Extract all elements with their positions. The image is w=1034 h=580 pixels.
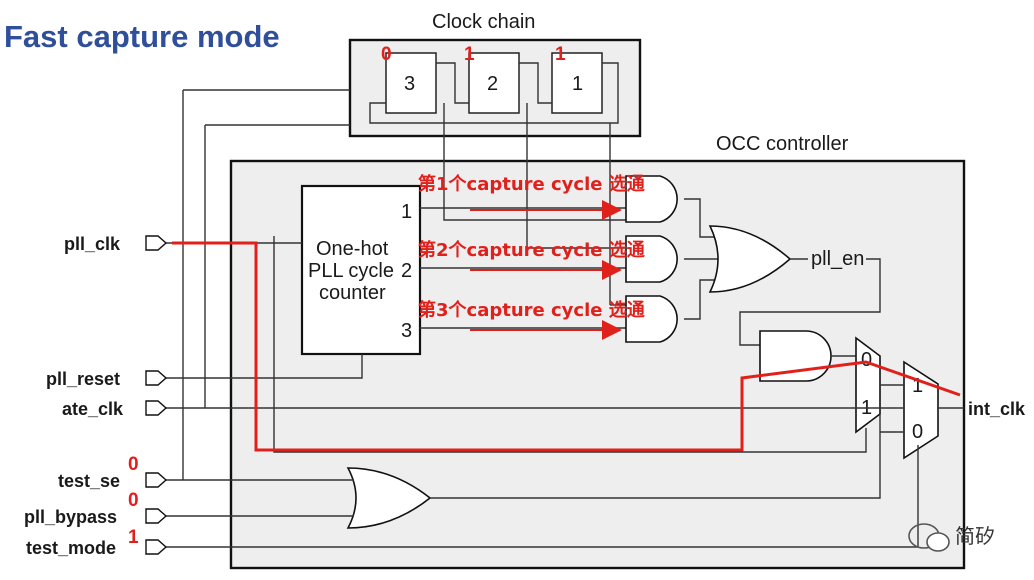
svg-text:pll_clk: pll_clk <box>64 234 121 254</box>
annotation-capture-cycle-2: 第2个capture cycle 选通 <box>418 239 645 261</box>
counter-output-3: 3 <box>401 320 412 342</box>
counter-output-wires <box>420 207 626 329</box>
and-gate-1 <box>625 175 678 223</box>
clock-chain-label: Clock chain <box>432 11 535 33</box>
test-se-value: 0 <box>128 454 139 475</box>
svg-text:1: 1 <box>572 73 583 95</box>
pin-pll-clk: pll_clk <box>64 234 168 254</box>
or-gate-pll-en <box>708 225 792 293</box>
clock-chain-flop-3: 3 <box>385 52 437 114</box>
flop-2-value: 1 <box>464 44 475 65</box>
svg-text:3: 3 <box>404 73 415 95</box>
clock-chain-flop-2: 2 <box>468 52 520 114</box>
pin-ate-clk: ate_clk <box>62 399 168 419</box>
or-gate-bypass <box>346 467 432 529</box>
pin-test-se: test_se <box>58 471 168 491</box>
pin-wires <box>166 242 918 548</box>
clock-chain-wires <box>182 62 619 480</box>
and-to-or-wires <box>684 198 722 320</box>
test-mode-value: 1 <box>128 527 139 548</box>
annotation-capture-cycle-1: 第1个capture cycle 选通 <box>418 173 645 195</box>
pll-bypass-value: 0 <box>128 490 139 511</box>
svg-text:ate_clk: ate_clk <box>62 399 124 419</box>
mux-2-input-0: 0 <box>912 421 923 443</box>
svg-text:pll_bypass: pll_bypass <box>24 507 117 527</box>
mux-2 <box>903 360 939 460</box>
counter-label-line2: PLL cycle <box>308 260 394 282</box>
and-gate-3 <box>625 295 678 343</box>
and-gate-2 <box>625 235 678 283</box>
counter-label-line1: One-hot <box>316 238 389 260</box>
counter-label-line3: counter <box>319 282 386 304</box>
pin-pll-reset: pll_reset <box>46 369 168 389</box>
counter-output-2: 2 <box>401 260 412 282</box>
pin-test-mode: test_mode <box>26 538 168 558</box>
highlight-clock-path <box>172 241 961 452</box>
watermark-text: 简矽 <box>955 524 995 548</box>
flop-1-value: 1 <box>555 44 566 65</box>
mux-wires <box>183 236 964 547</box>
pin-pll-bypass: pll_bypass <box>24 507 168 527</box>
pll-en-label: pll_en <box>811 248 864 270</box>
page-title: Fast capture mode <box>4 19 280 54</box>
flop-3-value: 0 <box>381 44 392 65</box>
mux-1-input-0: 0 <box>861 349 872 371</box>
one-hot-pll-cycle-counter <box>300 184 422 356</box>
clock-chain-flop-1: 1 <box>551 52 603 114</box>
watermark-chat-icon <box>908 523 950 552</box>
pin-int-clk: int_clk <box>968 399 1026 419</box>
svg-text:2: 2 <box>487 73 498 95</box>
svg-text:int_clk: int_clk <box>968 399 1026 419</box>
svg-text:test_se: test_se <box>58 471 120 491</box>
mux-2-input-1: 1 <box>912 375 923 397</box>
annotation-capture-cycle-3: 第3个capture cycle 选通 <box>418 299 645 321</box>
svg-text:pll_reset: pll_reset <box>46 369 120 389</box>
counter-output-1: 1 <box>401 201 412 223</box>
svg-text:test_mode: test_mode <box>26 538 116 558</box>
pll-en-feedback-wire <box>739 258 881 346</box>
occ-controller-label: OCC controller <box>716 133 849 155</box>
